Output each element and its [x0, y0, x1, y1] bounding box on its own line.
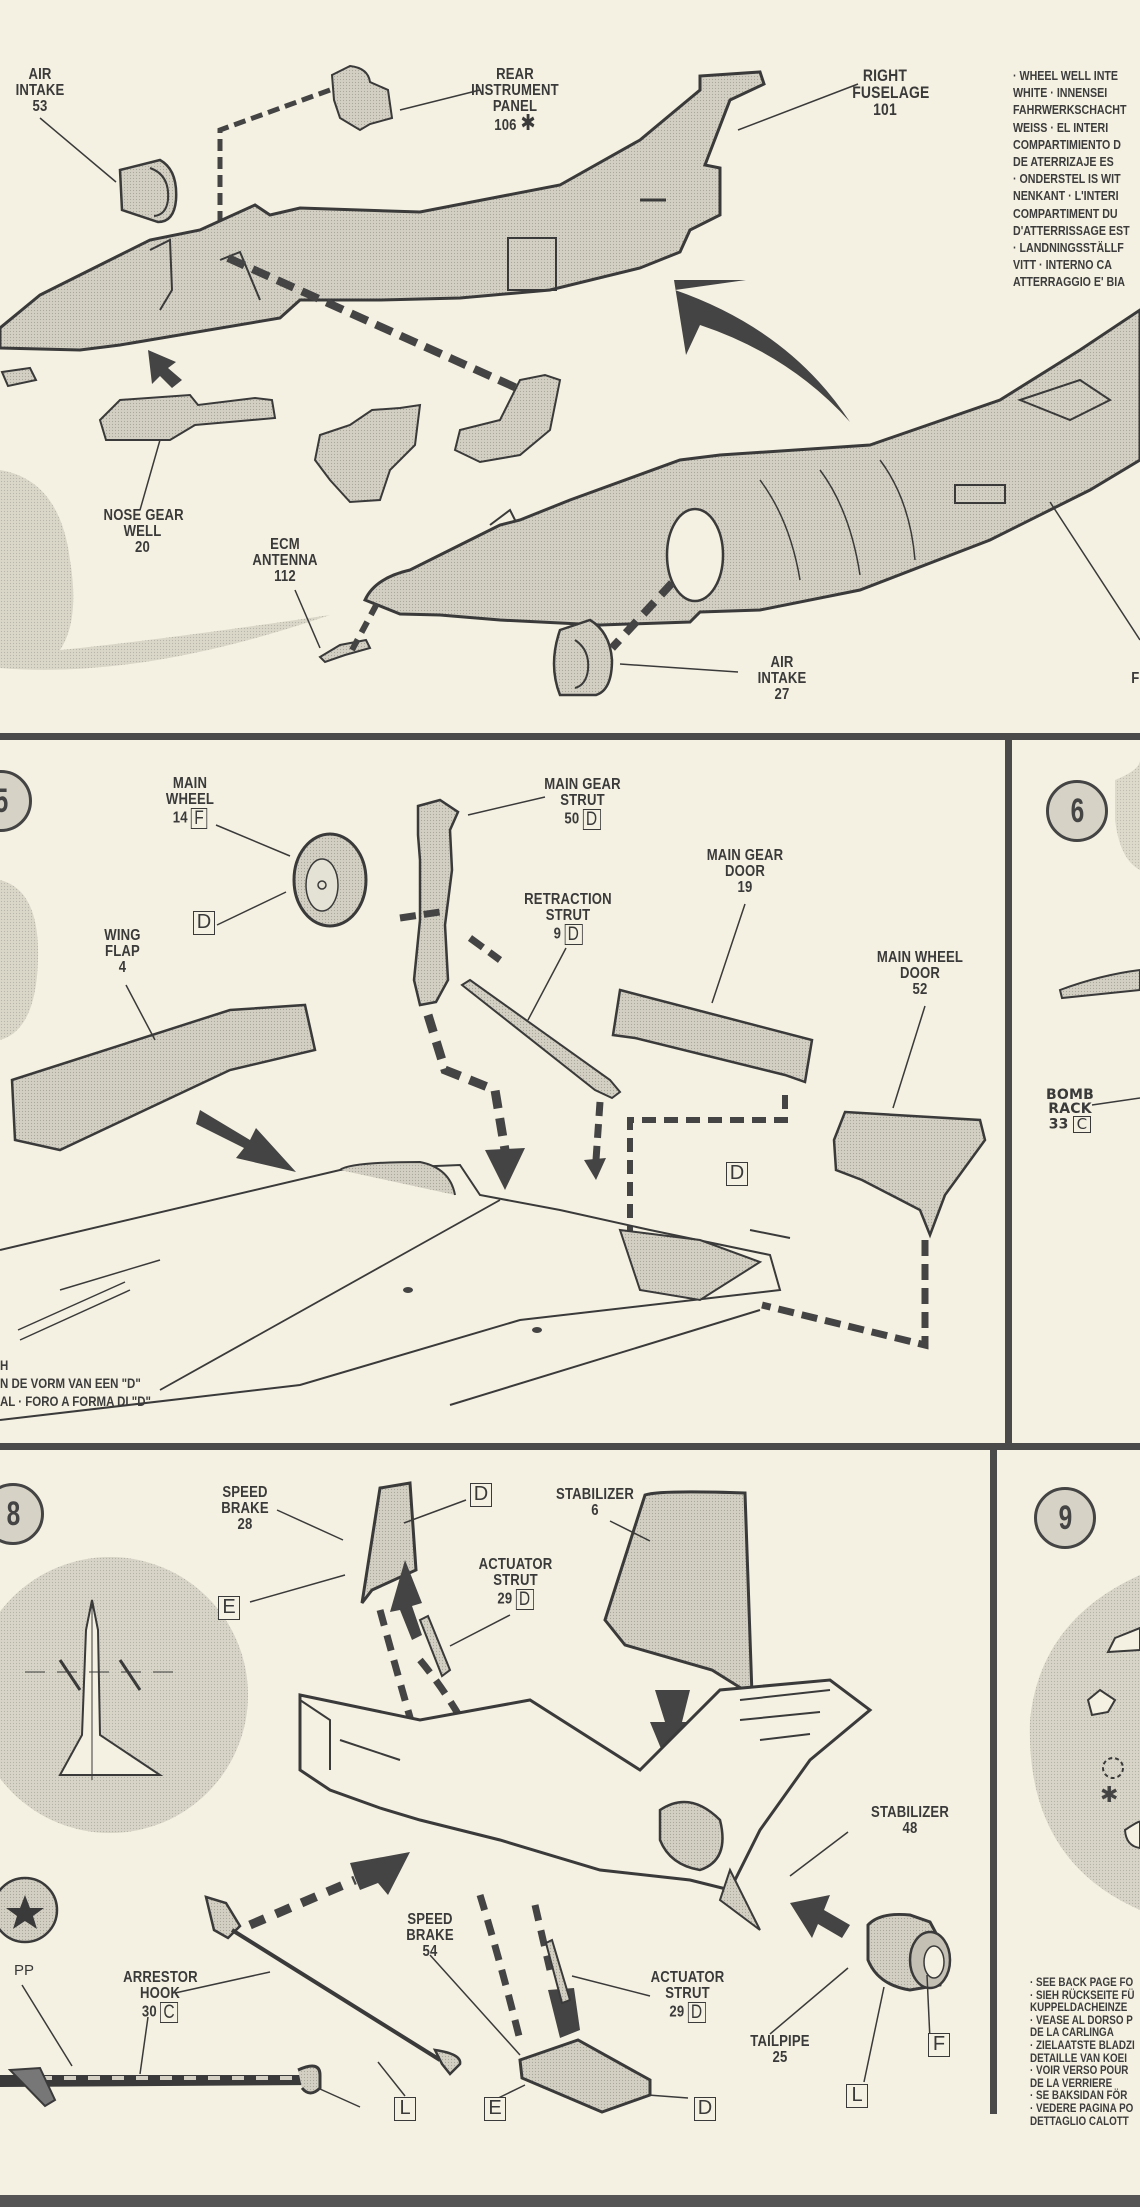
part-stabilizer-6	[603, 1490, 754, 1698]
label-pp: PP	[14, 1962, 35, 1979]
sprue-box-d-retraction: D	[564, 924, 583, 945]
asterisk-icon: ✱	[520, 110, 536, 135]
sprue-box-e-speed-brake-28: E	[218, 1596, 240, 1620]
label-wing-flap: WING FLAP 4	[104, 927, 141, 976]
sprue-box-d-actuator-top: D	[515, 1589, 534, 1610]
label-stabilizer-6: STABILIZER 6	[556, 1486, 634, 1519]
label-tailpipe: TAILPIPE 25	[750, 2033, 810, 2066]
part-lower-wing	[0, 1160, 782, 1421]
arrow-up-icon	[148, 350, 182, 388]
part-ejection-seats	[313, 373, 562, 504]
label-main-wheel-door: MAIN WHEEL DOOR 52	[876, 949, 964, 998]
arrow-right-hook-icon	[350, 1852, 410, 1895]
section-divider-middle	[0, 1443, 1140, 1450]
sprue-box-d-speed-brake-28: D	[470, 1483, 492, 1507]
part-ecm-antenna	[318, 638, 372, 664]
detail-circle-step5	[0, 880, 39, 1040]
section-divider-top	[0, 733, 1140, 740]
label-speed-brake-28: SPEED BRAKE 28	[221, 1484, 269, 1533]
sprue-box-c-bomb-rack: C	[1072, 1116, 1092, 1133]
step8-step9-divider	[990, 1446, 997, 2114]
part-air-intake-27	[552, 618, 614, 697]
label-stabilizer-48: STABILIZER 48	[871, 1804, 949, 1837]
part-main-gear-strut	[412, 798, 460, 1007]
detail-circle-top-view	[0, 1557, 248, 1833]
sprue-box-d-hub: D	[193, 911, 215, 935]
part-air-intake-53	[118, 158, 178, 224]
part-nose-gear-well	[98, 393, 277, 441]
sprue-box-d-strut: D	[582, 809, 601, 830]
sprue-box-d-well: D	[726, 1162, 748, 1186]
label-nose-gear-well: NOSE GEAR WELL 20	[103, 507, 184, 556]
sprue-box-e-speed-brake-54: E	[484, 2097, 506, 2121]
sprue-box-f-tailpipe: F	[928, 2033, 950, 2057]
label-air-intake-53: AIR INTAKE 53	[15, 66, 65, 115]
detail-circle-top-left	[0, 470, 330, 670]
sprue-box-l-hook-2: L	[846, 2084, 868, 2108]
sprue-box-d-actuator-bottom: D	[687, 2002, 706, 2023]
part-right-fuselage-101	[0, 70, 766, 352]
step-number-9: 9	[1034, 1487, 1096, 1549]
label-ecm-antenna: ECM ANTENNA 112	[252, 536, 318, 585]
label-left-fuselage-partial: L FUS 1	[1131, 670, 1140, 687]
part-actuator-strut-top	[418, 1614, 452, 1678]
asterisk-icon: ✱	[1100, 1782, 1119, 1807]
step-number-6: 6	[1046, 780, 1108, 842]
arrow-down-icon	[485, 1148, 525, 1190]
detail-circle-step9	[1029, 1575, 1140, 1910]
label-right-fuselage: RIGHT FUSELAGE 101	[852, 66, 930, 119]
curved-arrow-icon	[674, 280, 850, 422]
paint-note-wheel-well: · WHEEL WELL INTE WHITE · INNENSEI FAHRW…	[1013, 68, 1130, 290]
part-main-wheel	[292, 832, 368, 928]
part-actuator-strut-bottom	[544, 1938, 572, 2005]
part-rear-fuselage	[298, 1678, 873, 1931]
arrow-down-right-icon	[196, 1110, 296, 1172]
arrow-up-speed-brake-icon	[390, 1560, 422, 1640]
part-main-gear-door	[611, 988, 814, 1084]
sprue-box-d-speed-brake-54: D	[694, 2097, 716, 2121]
sprue-box-c-hook: C	[160, 2002, 179, 2023]
decal-pp	[0, 1876, 59, 1944]
page-bottom-edge	[0, 2195, 1140, 2207]
part-bomb-rack-partial	[1058, 968, 1140, 1000]
part-speed-brake-54	[518, 2038, 652, 2114]
arrow-left-tailpipe-icon	[790, 1895, 850, 1938]
sprue-box-f: F	[190, 808, 208, 829]
step5-step6-divider	[1005, 736, 1012, 1446]
part-left-fuselage	[362, 308, 1140, 627]
sprue-box-l-hook-1: L	[394, 2097, 416, 2121]
part-rear-instrument-panel	[330, 64, 394, 132]
label-rear-instrument-panel: REAR INSTRUMENT PANEL 106 ✱	[471, 66, 559, 135]
label-main-gear-door: MAIN GEAR DOOR 19	[706, 847, 784, 896]
part-retraction-strut	[460, 978, 622, 1100]
hole-note-d-shape: H N DE VORM VAN EEN "D" AL · FORO A FORM…	[0, 1357, 151, 1409]
label-air-intake-27: AIR INTAKE 27	[757, 654, 807, 703]
label-speed-brake-54: SPEED BRAKE 54	[406, 1911, 454, 1960]
part-tailpipe	[866, 1913, 952, 1992]
canopy-note: · SEE BACK PAGE FO · SIEH RÜCKSEITE FÜ K…	[1030, 1976, 1135, 2128]
part-main-wheel-door	[832, 1110, 987, 1239]
part-wing-flap	[10, 1003, 317, 1152]
